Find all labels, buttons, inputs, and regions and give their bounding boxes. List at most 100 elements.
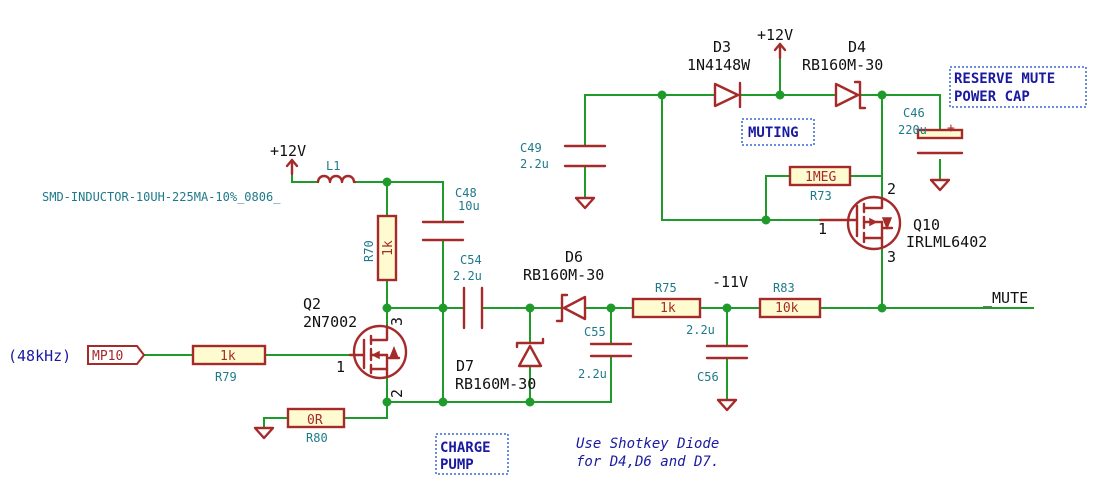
junction-dot — [382, 177, 392, 187]
c48-ref: C48 — [455, 186, 477, 200]
c54-value: 2.2u — [453, 269, 482, 283]
c46-ref: C46 — [903, 106, 925, 120]
resistor-r73 — [788, 165, 852, 187]
c54-ref: C54 — [460, 253, 482, 267]
resistor-r79 — [191, 344, 267, 366]
r79-value: 1k — [220, 349, 236, 364]
l1-ref: L1 — [326, 159, 340, 173]
d4-ref: D4 — [848, 38, 866, 56]
junctions — [382, 90, 887, 407]
d4-value: RB160M-30 — [802, 56, 883, 74]
junction-dot — [761, 215, 771, 225]
r73-ref: R73 — [810, 189, 832, 203]
d3-value: 1N4148W — [687, 56, 751, 74]
d3-ref: D3 — [713, 38, 731, 56]
wires — [143, 57, 1034, 429]
r75-ref: R75 — [655, 281, 677, 295]
c56-ref: C56 — [697, 370, 719, 384]
c46-value: 220u — [898, 123, 927, 137]
capacitor-c56 — [705, 344, 749, 412]
c48-value: 10u — [458, 199, 480, 213]
muting-note-box — [741, 118, 815, 146]
mosfet-q10 — [818, 195, 902, 251]
junction-dot — [382, 303, 392, 313]
mute-net-label: _MUTE — [983, 289, 1028, 307]
c55-ref: C55 — [584, 325, 606, 339]
resistor-r70 — [376, 214, 398, 282]
r83-ref: R83 — [773, 281, 795, 295]
q10-value: IRLML6402 — [906, 233, 987, 251]
mosfet-q2 — [348, 324, 408, 380]
capacitor-c54 — [462, 286, 484, 330]
junction-dot — [657, 90, 667, 100]
vee-label: -11V — [712, 273, 748, 291]
junction-dot — [382, 397, 392, 407]
power-symbol-12v-left — [285, 158, 299, 176]
note-line1: Use Shotkey Diode — [576, 436, 719, 452]
diode-d4 — [834, 80, 867, 110]
capacitor-c46 — [916, 128, 964, 192]
r79-ref: R79 — [215, 370, 237, 384]
ground-symbol — [253, 426, 275, 440]
q2-pin1: 1 — [336, 358, 345, 376]
junction-dot — [606, 303, 616, 313]
c49-ref: C49 — [520, 141, 542, 155]
junction-dot — [438, 303, 448, 313]
junction-dot — [877, 303, 887, 313]
diode-d7 — [515, 337, 545, 368]
resistor-r83 — [758, 297, 822, 319]
q2-pin2: 2 — [388, 389, 406, 398]
c55-value: 2.2u — [578, 367, 607, 381]
vcc-top-label: +12V — [757, 26, 793, 44]
inductor-l1 — [316, 174, 357, 184]
r80-ref: R80 — [306, 431, 328, 445]
charge-pump-box — [435, 433, 509, 475]
net-label-mp10 — [87, 345, 146, 365]
r75-value: 1k — [660, 301, 676, 316]
r80-value: 0R — [307, 413, 323, 428]
capacitor-c48 — [421, 220, 465, 242]
q10-pin2: 2 — [887, 180, 896, 198]
q2-pin3: 3 — [388, 317, 406, 326]
r70-value: 1k — [381, 240, 396, 256]
junction-dot — [877, 90, 887, 100]
resistor-r75 — [631, 297, 702, 319]
d7-ref: D7 — [456, 357, 474, 375]
power-symbol-12v-top — [773, 42, 787, 60]
r73-value: 1MEG — [805, 170, 836, 185]
capacitor-c49 — [563, 144, 607, 210]
c56-value: 2.2u — [686, 323, 715, 337]
d7-value: RB160M-30 — [455, 375, 536, 393]
d6-value: RB160M-30 — [523, 266, 604, 284]
d6-ref: D6 — [565, 248, 583, 266]
reserve-note-line1: RESERVE MUTE — [954, 71, 1055, 87]
freq-label: (48kHz) — [8, 347, 71, 365]
resistor-r80 — [286, 407, 346, 429]
capacitor-c55 — [589, 342, 633, 358]
q10-pin1: 1 — [818, 220, 827, 238]
note-line2: for D4,D6 and D7. — [576, 454, 719, 470]
junction-dot — [525, 303, 535, 313]
r83-value: 10k — [775, 301, 799, 316]
c46-plus: + — [947, 121, 955, 136]
charge-pump-line2: PUMP — [440, 457, 474, 473]
l1-value: SMD-INDUCTOR-10UH-225MA-10%_0806_ — [42, 190, 281, 204]
junction-dot — [438, 397, 448, 407]
muting-note: MUTING — [748, 125, 799, 141]
junction-dot — [722, 303, 732, 313]
mp10-label: MP10 — [92, 349, 123, 364]
charge-pump-line1: CHARGE — [440, 440, 491, 456]
diode-d3 — [713, 81, 742, 109]
q10-pin3: 3 — [887, 248, 896, 266]
r70-ref: R70 — [362, 240, 376, 262]
reserve-note-box — [949, 66, 1087, 108]
junction-dot — [775, 90, 785, 100]
c49-value: 2.2u — [520, 157, 549, 171]
q2-value: 2N7002 — [303, 313, 357, 331]
reserve-note-line2: POWER CAP — [954, 89, 1030, 105]
diode-d6 — [555, 293, 587, 323]
q10-ref: Q10 — [913, 216, 940, 234]
junction-dot — [525, 397, 535, 407]
vcc-left-label: +12V — [270, 142, 306, 160]
